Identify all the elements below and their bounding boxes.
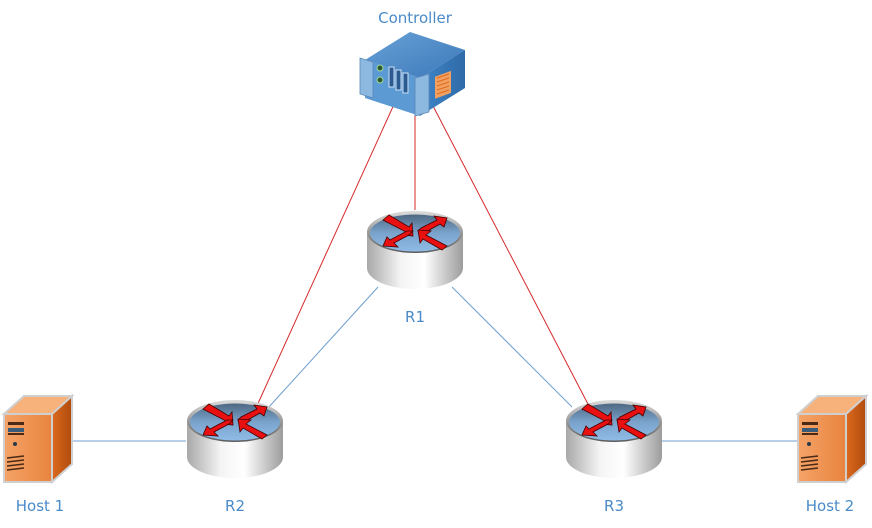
host-2[interactable] [797, 395, 867, 483]
controller-label: Controller [378, 9, 452, 27]
router-r3[interactable] [565, 399, 663, 479]
r1-label: R1 [405, 308, 425, 326]
link-controller-r2[interactable] [254, 99, 397, 411]
r2-label: R2 [225, 497, 245, 515]
link-r1-r3[interactable] [451, 286, 573, 408]
router-r1[interactable] [366, 210, 464, 290]
host1-label: Host 1 [15, 497, 65, 515]
link-controller-r3[interactable] [431, 103, 591, 409]
controller-node[interactable] [359, 32, 465, 117]
r3-label: R3 [604, 497, 624, 515]
router-r2[interactable] [186, 399, 284, 479]
links [73, 99, 798, 442]
host2-label: Host 2 [805, 497, 855, 515]
link-r1-r2[interactable] [267, 286, 379, 409]
host-1[interactable] [3, 395, 73, 483]
